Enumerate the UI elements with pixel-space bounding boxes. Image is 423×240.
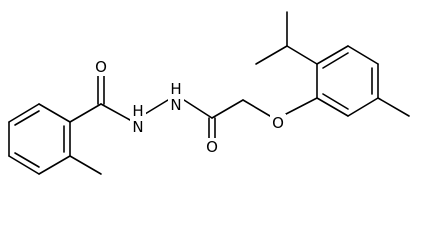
nh-left-n: N bbox=[132, 118, 143, 136]
nh-left-h: H bbox=[132, 102, 143, 120]
left-ring-methyl-bond bbox=[69, 155, 102, 175]
atom-label-ether-oxygen: O bbox=[270, 114, 286, 132]
svg-text:O: O bbox=[206, 138, 218, 156]
carbonyl-nitrogen-bond bbox=[100, 103, 131, 121]
atom-label-carbonyl-oxygen-right: O bbox=[205, 138, 219, 156]
right-ring-methyl-bond bbox=[377, 97, 410, 117]
carbonyl-methylene-bond bbox=[211, 99, 244, 119]
left-carbonyl-double-bond bbox=[97, 73, 105, 105]
svg-text:O: O bbox=[95, 58, 107, 76]
isopropyl-group bbox=[255, 11, 318, 65]
methylene-oxygen-bond bbox=[242, 99, 271, 117]
nitrogen-carbonyl-bond bbox=[183, 99, 213, 119]
atom-label-nh-left: N H bbox=[130, 102, 146, 136]
svg-text:O: O bbox=[272, 114, 284, 132]
right-carbonyl-double-bond bbox=[208, 117, 216, 141]
right-benzene-ring bbox=[316, 45, 379, 117]
atom-label-carbonyl-oxygen-left: O bbox=[94, 58, 108, 76]
left-benzene-ring bbox=[8, 103, 71, 175]
oxygen-ring-bond bbox=[285, 97, 318, 115]
nh-right-h: H bbox=[170, 80, 181, 98]
molecule-structure: O N H H N O O bbox=[8, 11, 410, 175]
ring-carbonyl-bond bbox=[69, 103, 102, 123]
atom-label-nh-right: H N bbox=[168, 80, 184, 114]
hydrazine-nn-bond bbox=[144, 99, 169, 115]
nh-right-n: N bbox=[170, 96, 181, 114]
